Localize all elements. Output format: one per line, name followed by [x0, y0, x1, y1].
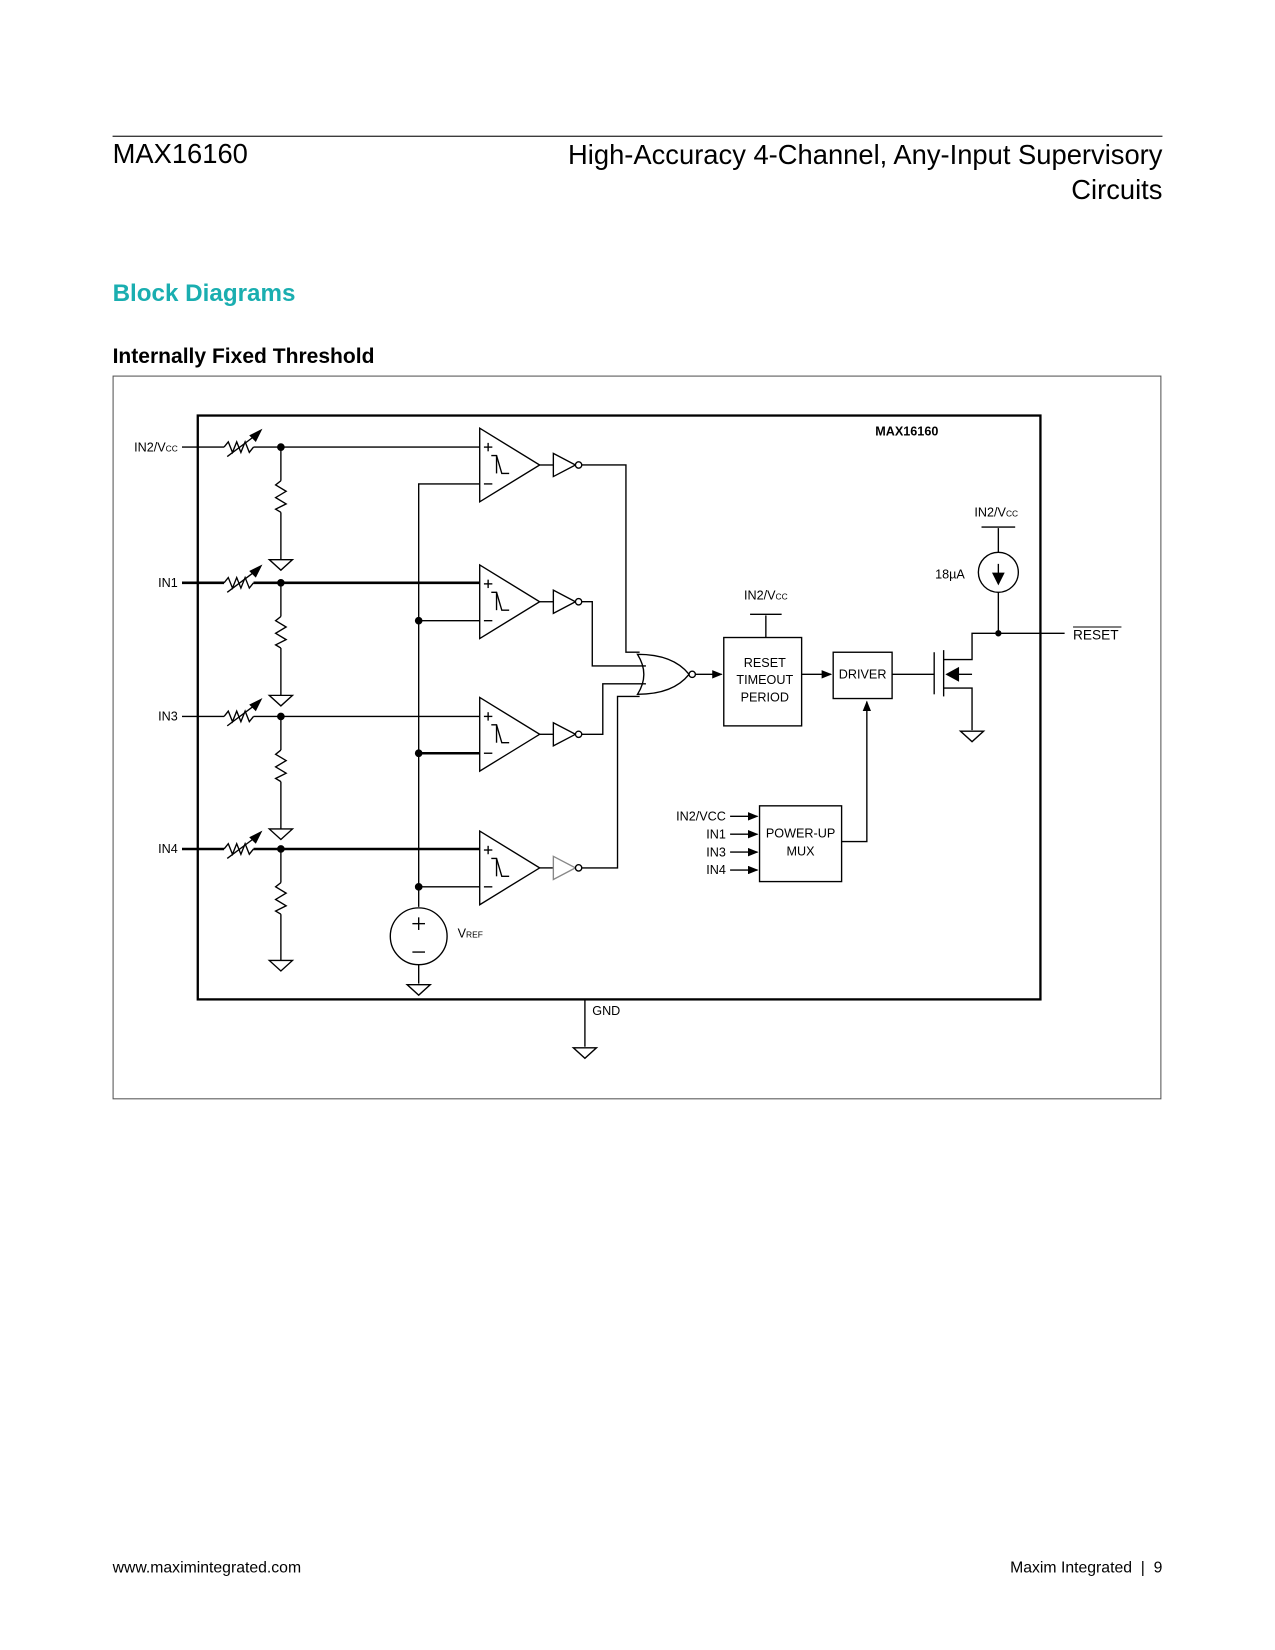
driver-label: DRIVER [839, 668, 887, 682]
gnd-label: GND [592, 1004, 620, 1018]
reset-supply-label: IN2/VCC [744, 589, 788, 603]
mux-line-2: MUX [787, 844, 816, 858]
gnd-pin [571, 999, 599, 1060]
resistor-icon [274, 480, 288, 513]
figure-frame [112, 375, 1162, 1100]
reset-output-label: RESET [1073, 628, 1119, 643]
output-mosfet [933, 526, 1065, 743]
input-channel [181, 696, 583, 841]
chip-outline [196, 414, 1042, 1001]
inverter-icon [552, 589, 577, 615]
footer-url[interactable]: www.maximintegrated.com [112, 1559, 302, 1577]
title-line-1: High-Accuracy 4-Channel, Any-Input Super… [568, 138, 1163, 171]
nor-gate [581, 464, 723, 869]
vref-source-icon [389, 907, 448, 966]
footer-separator: | [1140, 1559, 1145, 1577]
vref-label: VREF [458, 926, 483, 940]
current-source-label: 18µA [935, 568, 965, 582]
reset-block-line-3: PERIOD [741, 691, 789, 705]
inverter-icon [552, 721, 577, 747]
header-rule [112, 135, 1163, 137]
mux-input-label: IN4 [706, 863, 726, 877]
ground-icon [267, 959, 295, 972]
title-line-2: Circuits [1071, 173, 1163, 206]
input-label: IN3 [158, 710, 178, 724]
mux-line-1: POWER-UP [766, 826, 835, 840]
part-number: MAX16160 [112, 137, 248, 170]
ground-icon [405, 983, 433, 997]
hysteresis-icon [491, 857, 510, 877]
resistor-icon [274, 882, 288, 915]
input-channel [181, 426, 583, 572]
subsection-heading: Internally Fixed Threshold [112, 345, 375, 369]
input-label: IN4 [158, 842, 178, 856]
ground-icon [958, 730, 986, 743]
page-number: 9 [1153, 1559, 1163, 1577]
hysteresis-icon [491, 591, 510, 611]
comparator-icon [479, 426, 541, 504]
footer-page-info: Maxim Integrated | 9 [1010, 1559, 1162, 1577]
variable-resistor-icon [226, 838, 253, 859]
junction-dot [995, 630, 1002, 637]
mux-input-label: IN1 [706, 827, 726, 841]
document-title: High-Accuracy 4-Channel, Any-Input Super… [468, 138, 1162, 207]
comparator-icon [479, 563, 541, 640]
driver-block [832, 651, 893, 700]
chip-label: MAX16160 [875, 425, 938, 439]
power-up-mux-block [758, 805, 843, 883]
resistor-icon [274, 749, 288, 783]
hysteresis-icon [491, 454, 510, 475]
ground-icon [571, 1047, 599, 1060]
input-channel [181, 829, 583, 972]
ground-icon [267, 558, 295, 572]
pullup-supply-label: IN2/VCC [974, 506, 1018, 520]
variable-resistor-icon [226, 437, 253, 458]
variable-resistor-icon [226, 572, 253, 593]
section-heading: Block Diagrams [112, 278, 296, 307]
input-label: IN2/VCC [134, 440, 178, 454]
ground-icon [267, 828, 295, 841]
mux-input-label: IN3 [706, 845, 726, 859]
reset-block-line-2: TIMEOUT [736, 673, 793, 687]
vref-bus [389, 483, 480, 997]
ground-icon [267, 694, 295, 707]
comparator-icon [479, 696, 541, 773]
input-label: IN1 [158, 576, 178, 590]
resistor-icon [274, 615, 288, 649]
input-channel [181, 563, 583, 707]
footer-company: Maxim Integrated [1010, 1559, 1133, 1577]
hysteresis-icon [491, 724, 510, 744]
comparator-icon [479, 829, 541, 906]
mux-input-label: IN2/VCC [676, 810, 726, 824]
variable-resistor-icon [226, 706, 253, 727]
inverter-icon [552, 452, 577, 478]
reset-timeout-block [723, 636, 803, 727]
inverter-icon [552, 855, 577, 881]
reset-block-line-1: RESET [744, 656, 786, 670]
